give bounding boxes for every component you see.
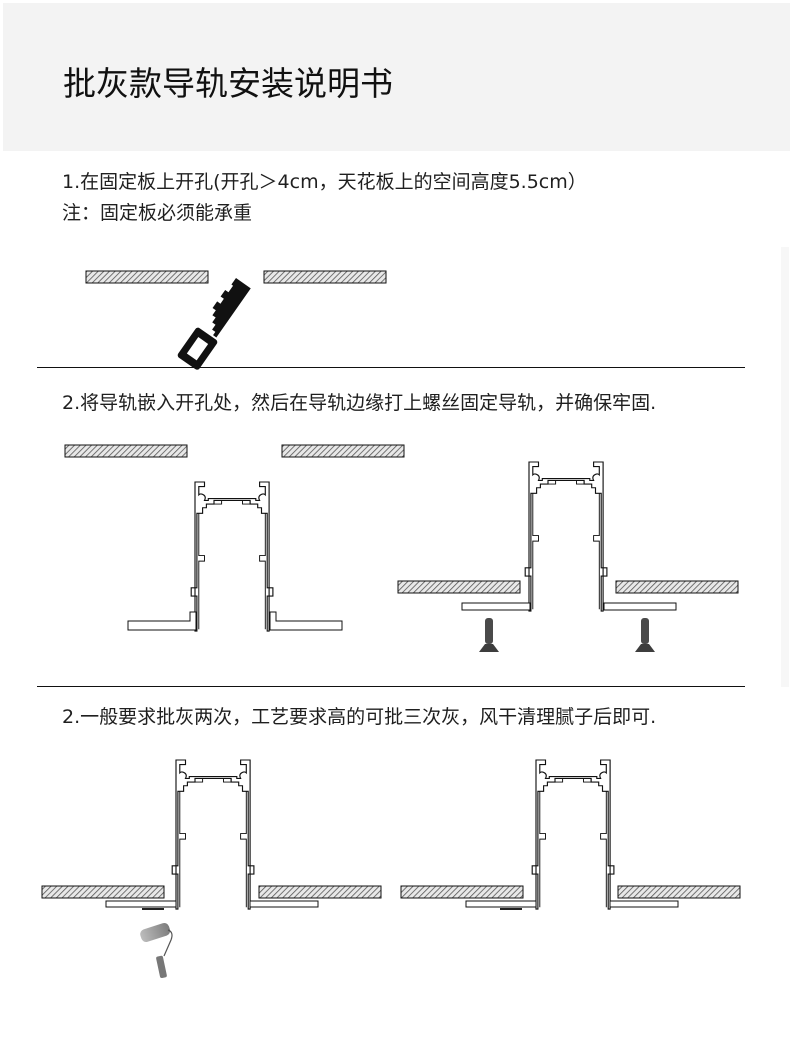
track-flange-right [603,602,677,611]
page-title: 批灰款导轨安装说明书 [63,64,393,103]
step3-instruction: 2.一般要求批灰两次，工艺要求高的可批三次灰，风干清理腻子后即可. [62,706,657,728]
step1-illustration [85,270,387,370]
screw-icon [479,618,499,652]
paint-roller-icon [140,922,173,979]
ceiling-board-right [263,270,387,284]
ceiling-board-right [281,444,405,458]
side-strip [781,247,789,687]
track-profile-installed [531,759,615,910]
ceiling-board-left [41,885,165,899]
header-banner: 批灰款导轨安装说明书 [3,3,790,151]
track-flange-left [127,611,197,631]
track-profile-installed [524,461,608,612]
ceiling-board-right [258,885,382,899]
track-flange-left [461,602,531,611]
track-profile-installed [171,759,255,910]
step3-illustration [41,759,741,979]
step1-note: 注：固定板必须能承重 [62,202,253,224]
step1-instruction: 1.在固定板上开孔(开孔＞4cm，天花板上的空间高度5.5cm） [62,171,587,193]
track-flange-right [609,900,679,908]
ceiling-board-left [400,885,524,899]
track-profile [190,481,274,632]
ceiling-board-right [617,885,741,899]
putty-layer [500,908,522,910]
step2-instruction: 2.将导轨嵌入开孔处，然后在导轨边缘打上螺丝固定导轨，并确保牢固. [62,392,657,414]
saw-icon [177,278,251,370]
ceiling-board-right [615,580,739,594]
track-flange-left [465,900,537,908]
ceiling-board-left [397,580,521,594]
section-divider [37,367,745,368]
screw-icon [635,618,655,652]
putty-layer [142,908,164,910]
ceiling-board-left [64,444,188,458]
track-flange-left [105,900,177,908]
track-flange-right [269,611,343,631]
track-flange-right [249,900,319,908]
ceiling-board-left [85,270,209,284]
step2-illustration [64,444,739,652]
section-divider [37,686,745,687]
